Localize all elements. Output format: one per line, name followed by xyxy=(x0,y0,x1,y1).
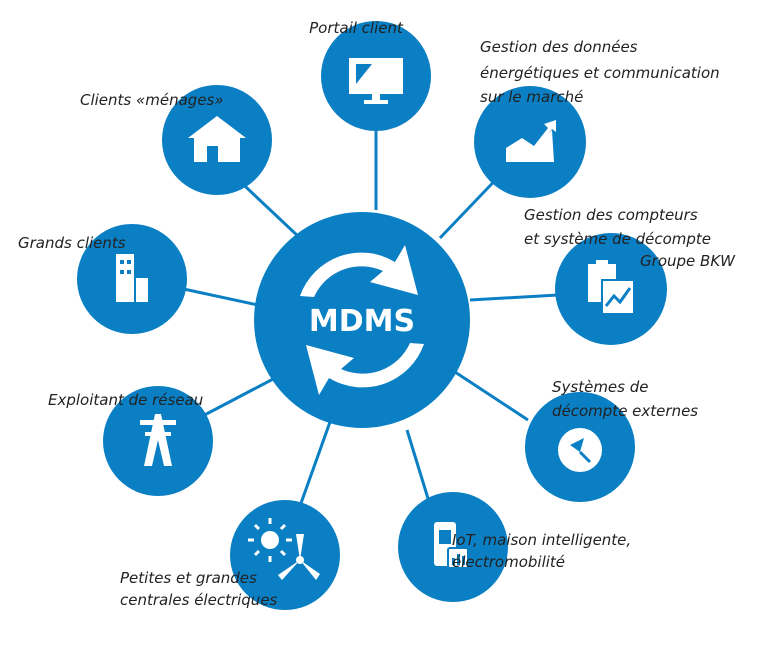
monitor-icon xyxy=(349,58,403,104)
node-clients-menages: Clients «ménages» xyxy=(80,85,272,195)
node-iot: IoT, maison intelligente, électromobilit… xyxy=(398,492,636,602)
connector-gestion-compteurs xyxy=(469,293,559,302)
sun-wind-icon xyxy=(248,518,320,580)
hub-circle xyxy=(254,212,470,428)
chart-up-icon xyxy=(506,120,556,162)
node-portail-client: Portail client xyxy=(309,19,431,131)
label-systemes-decompte: Systèmes de décompte externes xyxy=(552,378,698,420)
label-line: Clients «ménages» xyxy=(80,91,224,109)
label-line: Grands clients xyxy=(18,234,126,252)
label-exploitant: Exploitant de réseau xyxy=(48,391,203,409)
hub: MDMS xyxy=(254,212,470,428)
label-line: Groupe BKW xyxy=(640,252,736,270)
label-line: Petites et grandes xyxy=(120,569,257,587)
node-gestion-compteurs: Gestion des compteurs et système de déco… xyxy=(524,206,736,345)
label-grands-clients: Grands clients xyxy=(18,234,126,252)
connector-systemes-decompte xyxy=(454,370,529,422)
node-systemes-decompte: Systèmes de décompte externes xyxy=(525,378,698,502)
label-line: Gestion des données xyxy=(480,38,638,56)
node-centrales: Petites et grandes centrales électriques xyxy=(120,500,340,610)
label-iot: IoT, maison intelligente, électromobilit… xyxy=(452,531,636,571)
buildings-icon xyxy=(116,254,148,302)
house-icon xyxy=(188,116,246,162)
label-gestion-donnees: Gestion des données énergétiques et comm… xyxy=(480,38,724,106)
refresh-arrows-icon xyxy=(300,245,424,395)
label-line: électromobilité xyxy=(452,553,565,571)
pylon-icon xyxy=(140,414,176,466)
node-circle xyxy=(474,86,586,198)
label-clients-menages: Clients «ménages» xyxy=(80,91,224,109)
label-line: centrales électriques xyxy=(120,591,278,609)
label-line: énergétiques et communication xyxy=(480,64,720,82)
connector-iot xyxy=(405,429,432,506)
node-grands-clients: Grands clients xyxy=(18,224,187,334)
gauge-icon xyxy=(558,428,602,472)
label-line: Exploitant de réseau xyxy=(48,391,203,409)
node-exploitant: Exploitant de réseau xyxy=(48,386,213,496)
label-line: Portail client xyxy=(309,19,404,37)
connector-exploitant xyxy=(194,376,276,422)
label-centrales: Petites et grandes centrales électriques xyxy=(120,569,278,609)
label-gestion-compteurs: Gestion des compteurs et système de déco… xyxy=(524,206,736,270)
node-gestion-donnees: Gestion des données énergétiques et comm… xyxy=(474,38,724,198)
label-portail-client: Portail client xyxy=(309,19,404,37)
label-line: Systèmes de xyxy=(552,378,649,396)
label-line: IoT, maison intelligente, xyxy=(452,531,631,549)
device-chart-icon xyxy=(434,522,469,569)
node-circle xyxy=(103,386,213,496)
hub-label: MDMS xyxy=(309,304,415,339)
label-line: décompte externes xyxy=(552,402,698,420)
label-line: et système de décompte xyxy=(524,230,711,248)
documents-chart-icon xyxy=(588,260,635,315)
label-line: sur le marché xyxy=(480,88,583,106)
label-line: Gestion des compteurs xyxy=(524,206,698,224)
